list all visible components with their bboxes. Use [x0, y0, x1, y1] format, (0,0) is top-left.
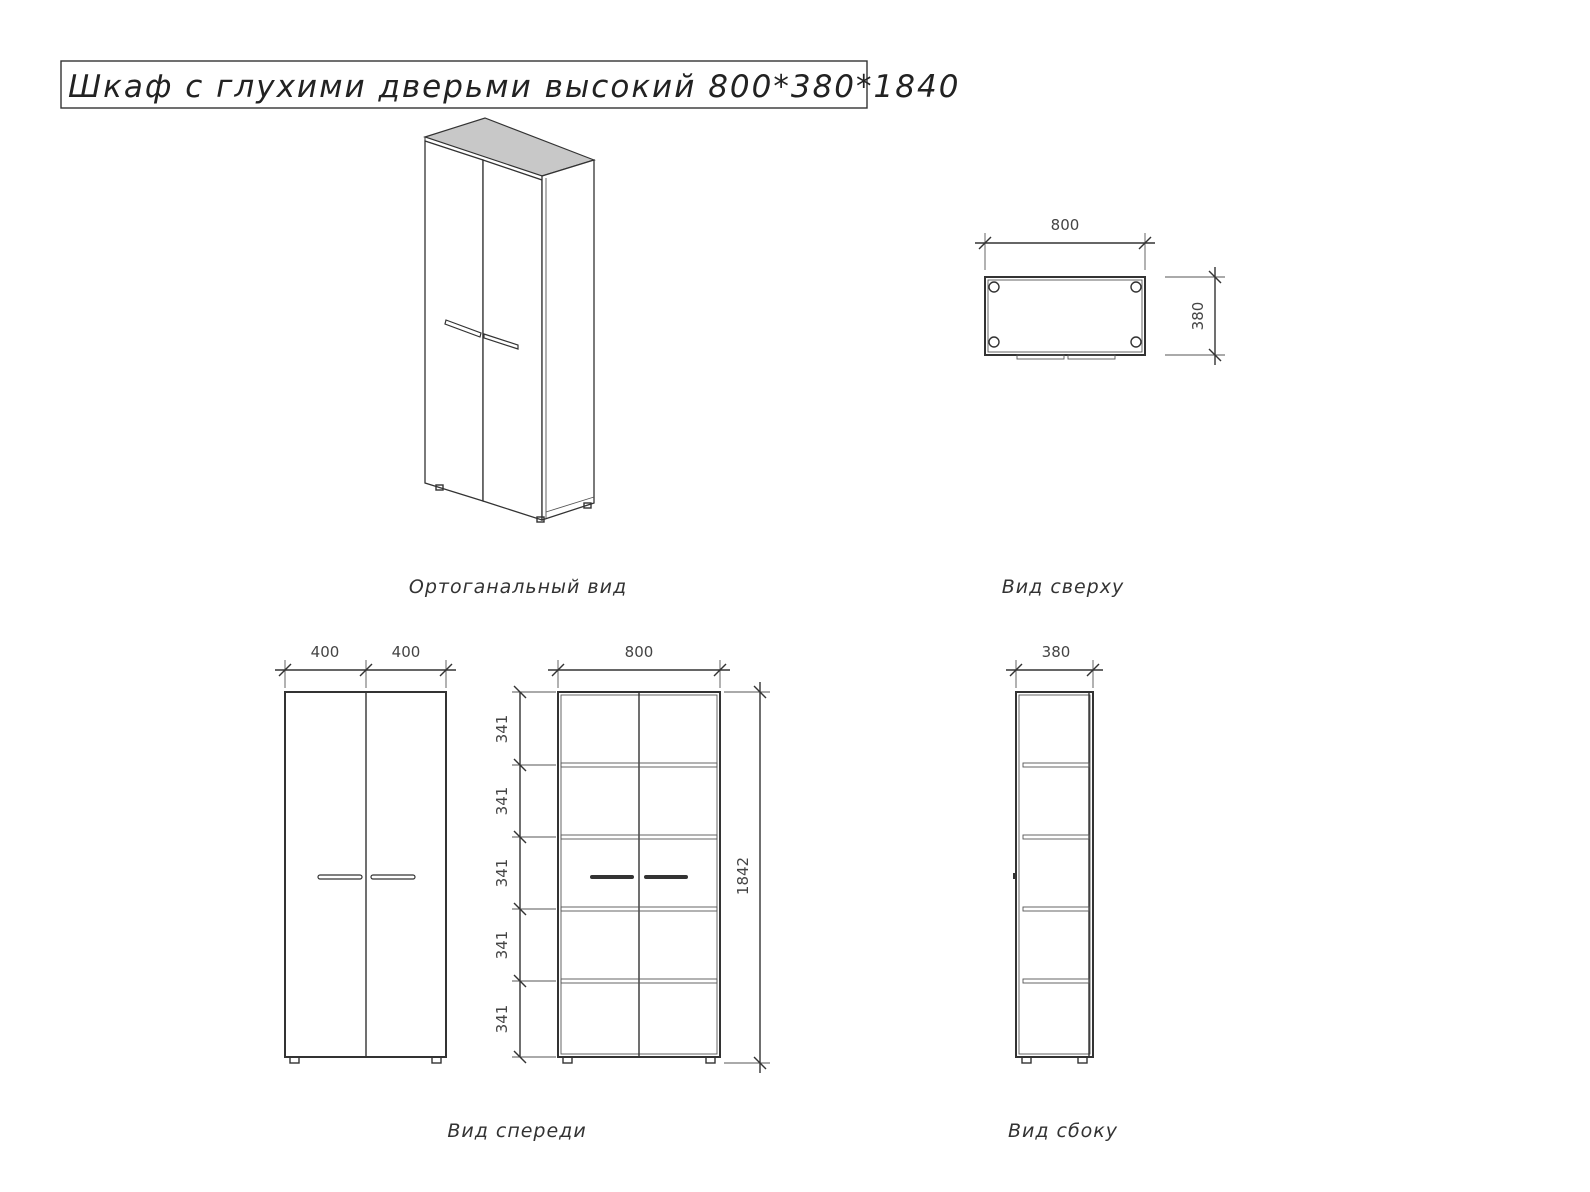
- caption-top: Вид сверху: [1002, 576, 1124, 598]
- side-shelf: [1022, 762, 1090, 768]
- dim-shelf-pitch: 341: [493, 787, 511, 816]
- dim-tick: [753, 685, 767, 699]
- dim-top-width: 800: [1051, 216, 1080, 234]
- handle-left: [590, 875, 634, 879]
- handle-right: [644, 875, 688, 879]
- top-handle: [1016, 354, 1065, 360]
- side-outline: [1015, 691, 1094, 1058]
- dim-tick: [513, 974, 527, 988]
- dim-tick: [753, 1056, 767, 1070]
- foot: [705, 1056, 716, 1064]
- dim-door-left: 400: [311, 643, 340, 661]
- dim-tick: [713, 663, 727, 677]
- handle-left: [317, 874, 363, 880]
- shelf: [560, 906, 718, 912]
- side-inner: [1018, 694, 1091, 1055]
- top-leg-circle: [1130, 281, 1142, 293]
- foot: [1021, 1056, 1032, 1064]
- dim-tick: [439, 663, 453, 677]
- dim-front-height: 1842: [734, 857, 752, 895]
- top-leg-circle: [1130, 336, 1142, 348]
- side-shelf: [1022, 906, 1090, 912]
- shelf: [560, 834, 718, 840]
- dim-tick: [513, 902, 527, 916]
- dim-tick: [278, 663, 292, 677]
- dim-tick: [513, 1050, 527, 1064]
- iso-handle-left: [444, 319, 482, 338]
- dim-tick: [978, 236, 992, 250]
- dim-shelf-pitch: 341: [493, 1005, 511, 1034]
- dim-tick: [513, 758, 527, 772]
- dim-tick: [513, 830, 527, 844]
- front-view-open: 800 1842 341 341 341 341 341: [493, 643, 770, 1073]
- iso-foot: [536, 516, 545, 523]
- shelf-pitch-chain: 341 341 341 341 341: [493, 685, 556, 1064]
- iso-handle-right: [483, 333, 519, 350]
- top-inner: [987, 279, 1143, 353]
- side-shelf: [1022, 978, 1090, 984]
- iso-side-panel: [541, 159, 595, 521]
- top-outline: [984, 276, 1146, 356]
- dim-front-width: 800: [625, 643, 654, 661]
- dim-shelf-pitch: 341: [493, 715, 511, 744]
- dim-door-right: 400: [392, 643, 421, 661]
- title-frame: [60, 60, 868, 109]
- isometric-view: [423, 117, 596, 523]
- caption-front: Вид спереди: [447, 1120, 586, 1142]
- handle-right: [370, 874, 416, 880]
- dim-tick: [551, 663, 565, 677]
- dim-tick: [1138, 236, 1152, 250]
- dim-top-depth: 380: [1189, 302, 1207, 331]
- title: Шкаф с глухими дверьми высокий 800*380*1…: [68, 69, 960, 105]
- dim-shelf-pitch: 341: [493, 859, 511, 888]
- iso-foot: [435, 484, 444, 491]
- caption-side: Вид сбоку: [1008, 1120, 1118, 1142]
- caption-ortho: Ортоганальный вид: [409, 576, 627, 598]
- shelf: [560, 978, 718, 984]
- foot: [289, 1056, 300, 1064]
- dim-shelf-pitch: 341: [493, 931, 511, 960]
- top-leg-circle: [988, 336, 1000, 348]
- foot: [1077, 1056, 1088, 1064]
- side-view: 380: [1006, 643, 1103, 1064]
- dim-tick: [1086, 663, 1100, 677]
- dim-tick: [1009, 663, 1023, 677]
- front-view-closed: 400 400: [275, 643, 456, 1064]
- foot: [431, 1056, 442, 1064]
- foot: [562, 1056, 573, 1064]
- shelves: [560, 762, 718, 984]
- iso-foot: [583, 502, 592, 509]
- dim-tick: [513, 685, 527, 699]
- shelf: [560, 762, 718, 768]
- title-block: Шкаф с глухими дверьми высокий 800*380*1…: [60, 60, 960, 109]
- dim-tick: [1208, 270, 1222, 284]
- iso-door-left: [424, 140, 484, 502]
- side-shelf: [1022, 834, 1090, 840]
- dim-tick: [359, 663, 373, 677]
- iso-plinth-line: [545, 496, 595, 513]
- dim-side-depth: 380: [1042, 643, 1071, 661]
- top-handle: [1067, 354, 1116, 360]
- top-view: 800 380: [975, 216, 1225, 365]
- dim-tick: [1208, 348, 1222, 362]
- side-handle: [1013, 873, 1016, 879]
- top-leg-circle: [988, 281, 1000, 293]
